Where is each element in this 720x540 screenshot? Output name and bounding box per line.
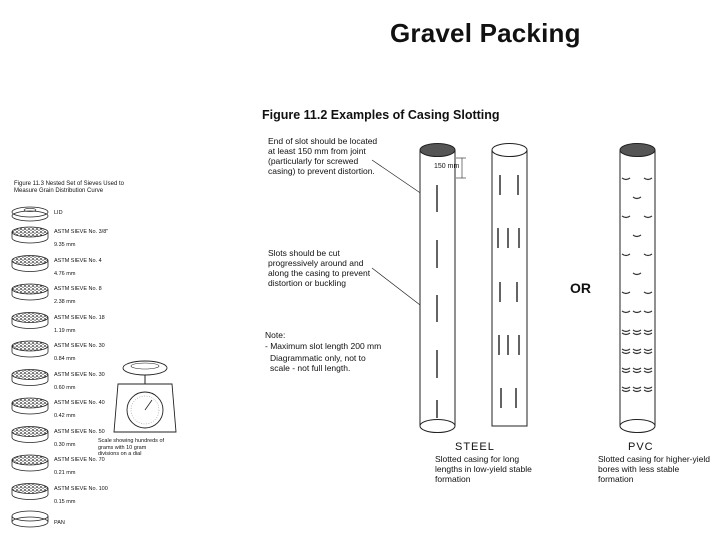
or-label: OR bbox=[570, 280, 591, 296]
pvc-slot-19 bbox=[643, 329, 653, 333]
pvc-slot-15 bbox=[621, 329, 631, 333]
pvc-slot-30 bbox=[632, 370, 642, 374]
pvc-slot-4 bbox=[621, 215, 631, 219]
note-diagrammatic: Diagrammatic only, not to scale - not fu… bbox=[270, 353, 366, 373]
steel-label: STEEL bbox=[455, 441, 495, 453]
sieve-name-5: ASTM SIEVE No. 30 bbox=[54, 343, 105, 349]
sieve-name-7: ASTM SIEVE No. 40 bbox=[54, 400, 105, 406]
sieve-name-2: ASTM SIEVE No. 4 bbox=[54, 257, 102, 264]
sieve-size-3: 2.38 mm bbox=[54, 299, 76, 305]
sieve-size-6: 0.60 mm bbox=[54, 384, 76, 391]
pvc-slot-25 bbox=[643, 348, 653, 352]
sieve-name-4: ASTM SIEVE No. 18 bbox=[54, 314, 105, 321]
sieve-size-2: 4.76 mm bbox=[54, 270, 76, 277]
pvc-slot-20 bbox=[643, 332, 653, 336]
pvc-slot-31 bbox=[643, 367, 653, 371]
pvc-slot-16 bbox=[621, 332, 631, 336]
pvc-slot-32 bbox=[643, 370, 653, 374]
sieve-pan-label: PAN bbox=[54, 520, 65, 526]
pvc-slot-5 bbox=[643, 215, 653, 219]
pvc-slot-34 bbox=[621, 389, 631, 393]
sieve-10 bbox=[11, 483, 49, 500]
pvc-slot-23 bbox=[632, 348, 642, 352]
pvc-slot-14 bbox=[643, 310, 653, 314]
pvc-label: PVC bbox=[628, 441, 654, 453]
dimension-label-150mm: 150 mm bbox=[434, 163, 460, 170]
sieve-lid bbox=[11, 206, 49, 222]
pvc-slot-8 bbox=[643, 253, 653, 257]
pvc-slot-33 bbox=[621, 386, 631, 390]
pvc-slot-11 bbox=[643, 291, 653, 295]
sieve-pan bbox=[11, 510, 49, 528]
pvc-slot-35 bbox=[632, 386, 642, 390]
note-max-slot-length: - Maximum slot length 200 mm bbox=[265, 341, 382, 351]
pvc-slot-28 bbox=[621, 370, 631, 374]
pvc-slot-7 bbox=[621, 253, 631, 257]
sieve-name-1: ASTM SIEVE No. 3/8" bbox=[54, 229, 109, 235]
weighing-scale bbox=[113, 360, 177, 433]
pvc-slot-27 bbox=[621, 367, 631, 371]
pvc-slot-2 bbox=[643, 177, 653, 181]
pvc-casing-pipe bbox=[619, 143, 656, 433]
sieve-stack bbox=[11, 226, 49, 500]
pvc-slot-3 bbox=[632, 196, 642, 200]
sieve-figure-title: Figure 11.3 Nested Set of Sieves Used to… bbox=[14, 181, 124, 194]
pvc-slot-24 bbox=[632, 351, 642, 355]
steel-description: Slotted casing for long lengths in low-y… bbox=[435, 454, 532, 484]
sieve-size-7: 0.42 mm bbox=[54, 413, 76, 419]
sieve-name-9: ASTM SIEVE No. 70 bbox=[54, 457, 105, 463]
pvc-slot-38 bbox=[643, 389, 653, 393]
slide-title: Gravel Packing bbox=[390, 18, 581, 48]
pvc-slot-9 bbox=[632, 272, 642, 276]
note-progressive-slots: Slots should be cut progressively around… bbox=[268, 248, 371, 288]
pvc-slot-29 bbox=[632, 367, 642, 371]
sieve-9 bbox=[11, 454, 49, 472]
note-slot-end-distance: End of slot should be located at least 1… bbox=[268, 136, 378, 176]
pvc-slot-13 bbox=[632, 310, 642, 314]
pvc-slot-6 bbox=[632, 234, 642, 238]
sieve-name-3: ASTM SIEVE No. 8 bbox=[54, 286, 102, 292]
pvc-slot-22 bbox=[621, 351, 631, 355]
sieve-name-10: ASTM SIEVE No. 100 bbox=[54, 485, 108, 492]
sieve-4 bbox=[11, 312, 49, 329]
sieve-7 bbox=[11, 397, 49, 415]
pvc-slot-21 bbox=[621, 348, 631, 352]
pvc-description: Slotted casing for higher-yield bores wi… bbox=[598, 454, 710, 484]
sieve-size-8: 0.30 mm bbox=[54, 441, 76, 448]
steel-casing-pipe-view-2 bbox=[491, 143, 528, 427]
sieve-size-5: 0.84 mm bbox=[54, 356, 76, 362]
sieve-1 bbox=[11, 226, 49, 244]
sieve-size-4: 1.19 mm bbox=[54, 327, 76, 334]
sieve-2 bbox=[11, 255, 49, 272]
casing-figure-title: Figure 11.2 Examples of Casing Slotting bbox=[262, 108, 500, 122]
note-heading: Note: bbox=[265, 330, 286, 340]
sieve-name-6: ASTM SIEVE No. 30 bbox=[54, 371, 105, 378]
pvc-slot-17 bbox=[632, 329, 642, 333]
pvc-slot-12 bbox=[621, 310, 631, 314]
dimension-marker-150mm bbox=[456, 157, 466, 179]
scale-note: Scale showing hundreds of grams with 10 … bbox=[98, 438, 165, 457]
sieve-5 bbox=[11, 340, 49, 358]
sieve-lid-label: LID bbox=[54, 210, 63, 216]
sieve-name-8: ASTM SIEVE No. 50 bbox=[54, 428, 105, 435]
pvc-slot-18 bbox=[632, 332, 642, 336]
sieve-3 bbox=[11, 283, 49, 301]
sieve-size-1: 9.35 mm bbox=[54, 242, 76, 248]
pvc-slot-36 bbox=[632, 389, 642, 393]
sieve-size-9: 0.21 mm bbox=[54, 470, 76, 476]
pvc-slot-37 bbox=[643, 386, 653, 390]
sieve-8 bbox=[11, 426, 49, 443]
pvc-slot-26 bbox=[643, 351, 653, 355]
pvc-slot-10 bbox=[621, 291, 631, 295]
sieve-size-10: 0.15 mm bbox=[54, 498, 76, 505]
sieve-6 bbox=[11, 369, 49, 386]
steel-casing-pipe bbox=[419, 143, 456, 433]
pvc-slot-1 bbox=[621, 177, 631, 181]
